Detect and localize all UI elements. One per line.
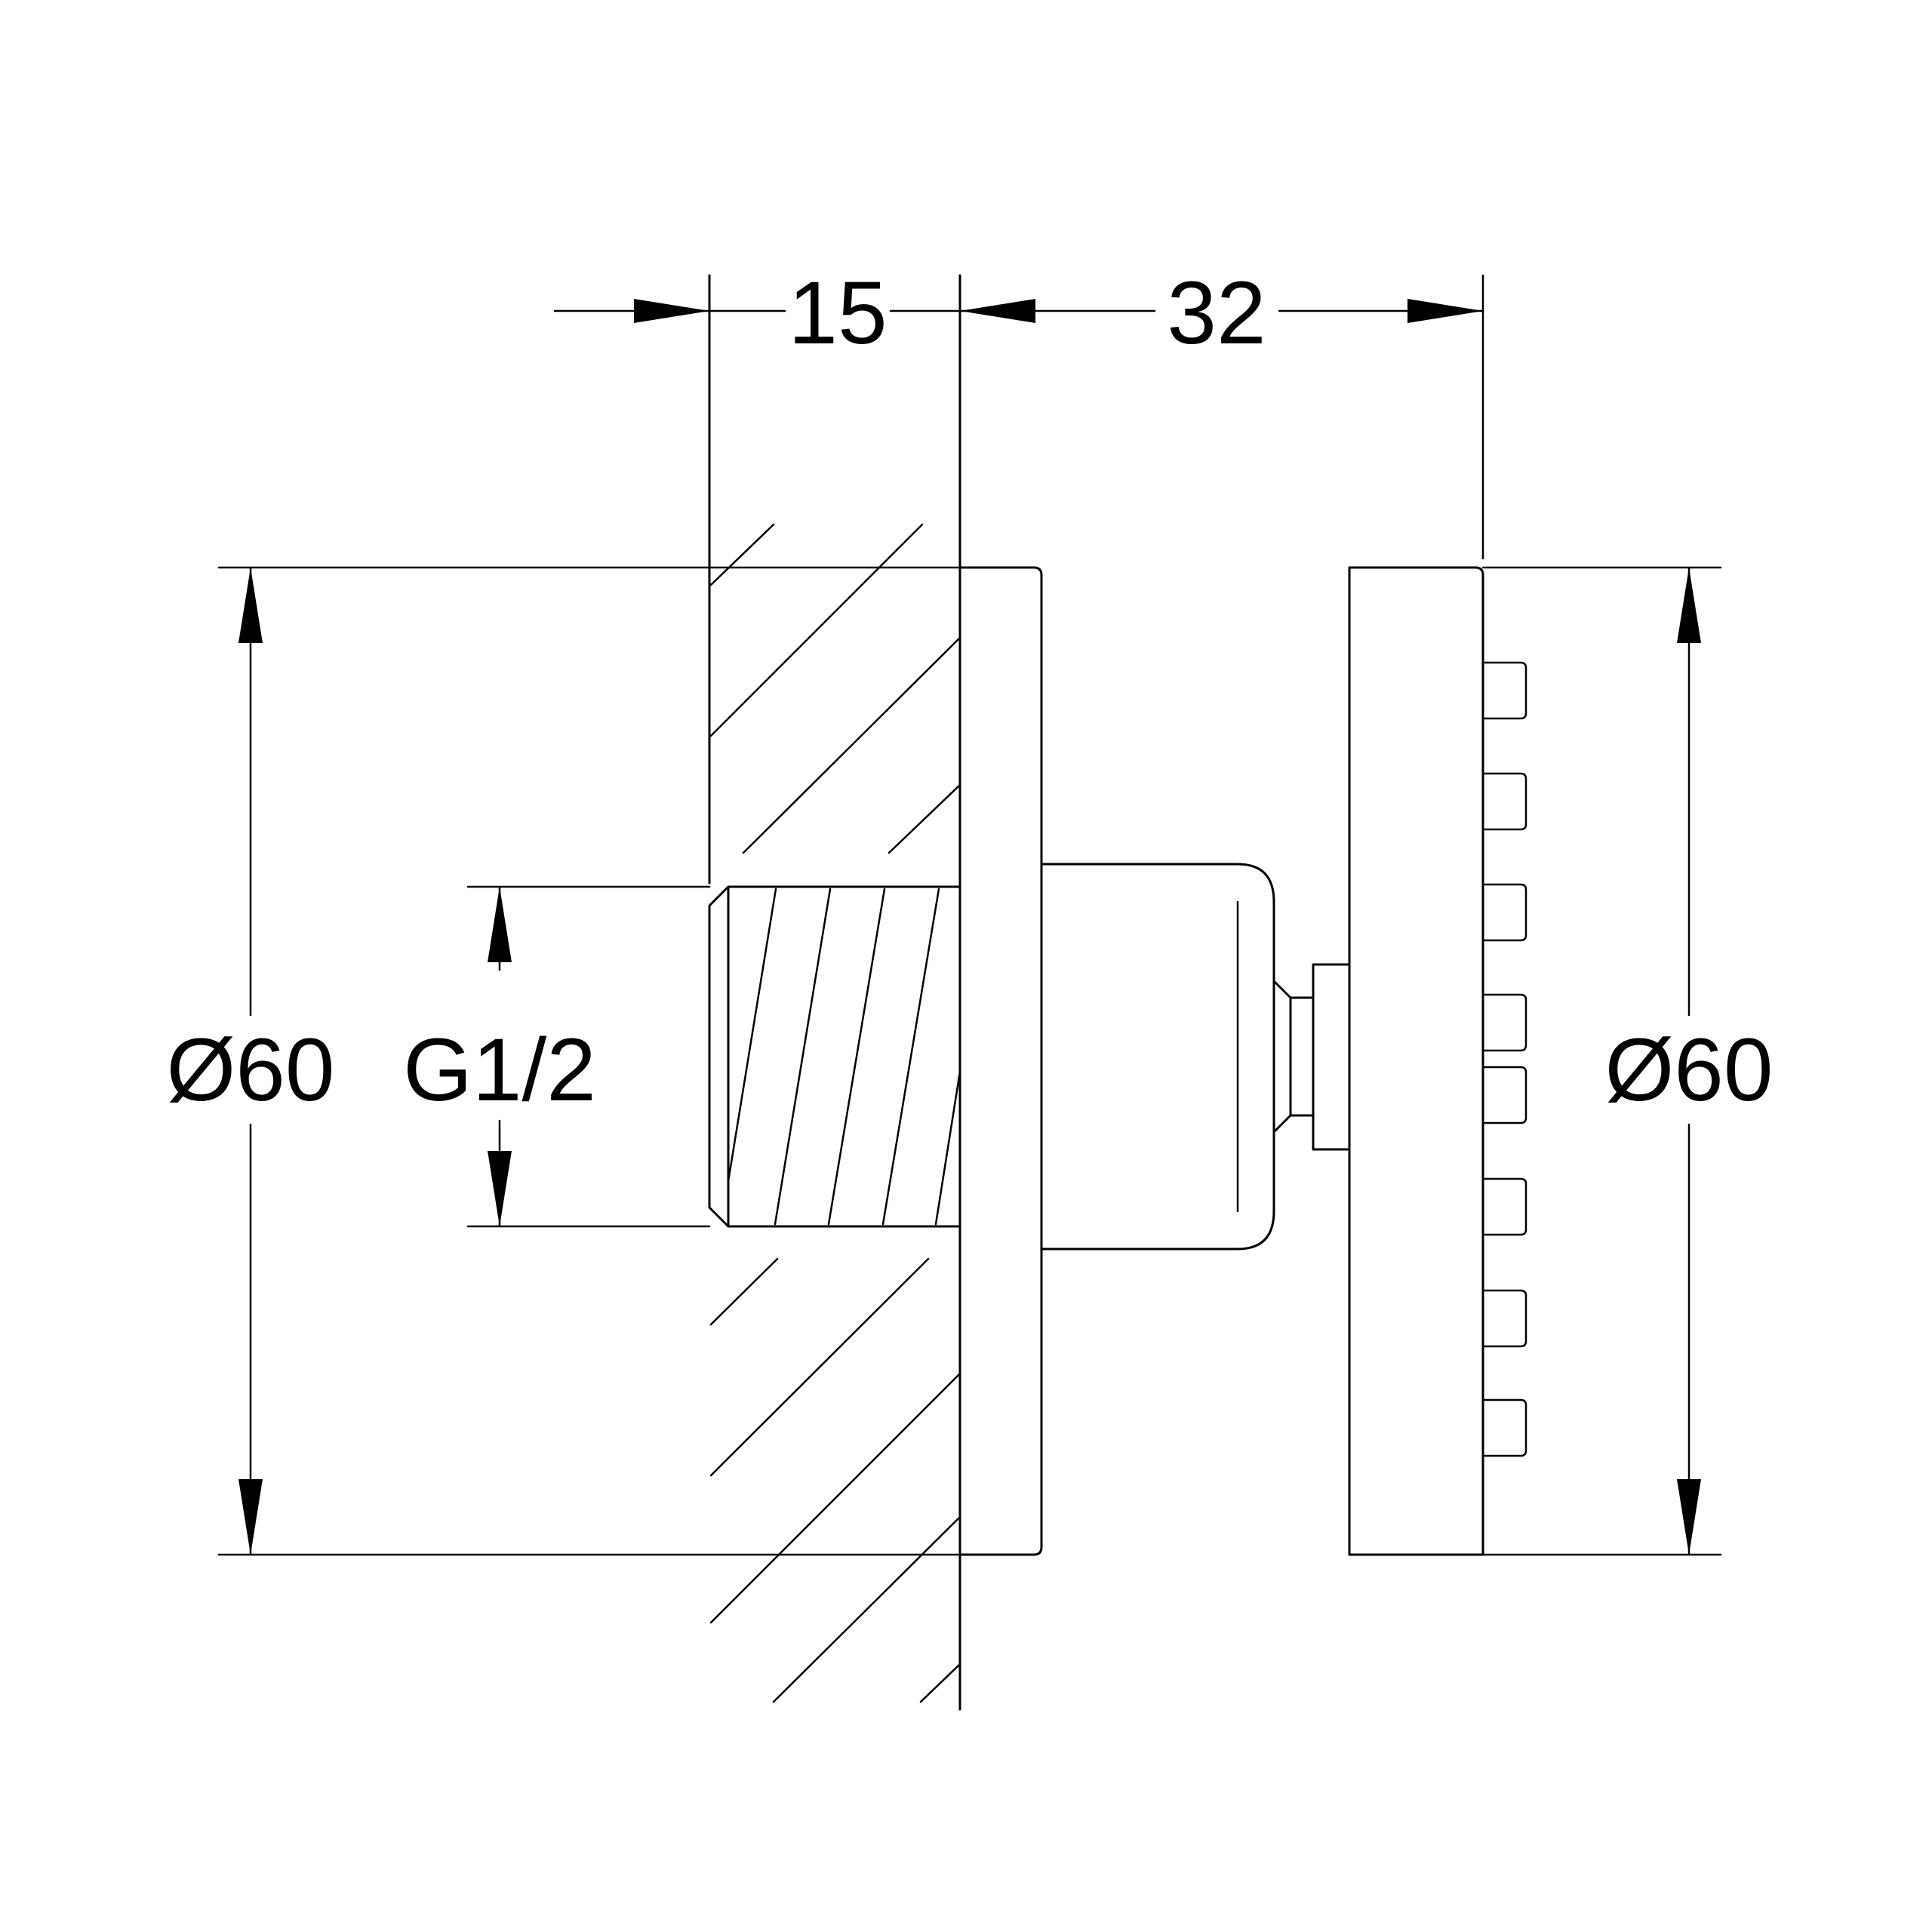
arrow-head-icon [488,1151,512,1226]
swivel-joint [1272,963,1351,1151]
arrow-head-icon [238,568,263,643]
dimension-label-32: 32 [1167,263,1266,363]
dimension-32: 32 [958,263,1484,560]
wall-hatching-upper [709,523,961,854]
arrow-head-icon [1677,1479,1701,1555]
dimension-label-diameter-left: Ø60 [166,1020,334,1120]
wall-flange [958,566,1043,1556]
dimension-diameter-left: Ø60 [166,566,961,1556]
wall-section [708,274,961,1711]
dimension-label-15: 15 [788,263,887,363]
dimension-thread: G1/2 [403,885,711,1228]
dimension-15: 15 [553,263,961,363]
arrow-head-icon [1407,299,1483,323]
dimension-label-diameter-right: Ø60 [1604,1020,1773,1120]
shower-head [1348,566,1484,1556]
dimension-label-thread: G1/2 [403,1020,596,1120]
dimension-diameter-right: Ø60 [1481,566,1774,1556]
arrow-head-icon [634,299,709,323]
wall-hatching-lower [709,1257,961,1703]
arrow-head-icon [1677,568,1701,643]
connector-body [1040,863,1275,1251]
arrow-head-icon [238,1479,263,1555]
arrow-head-icon [960,299,1035,323]
threaded-connection [708,885,961,1228]
shower-nozzles [1481,661,1527,1457]
arrow-head-icon [488,887,512,962]
